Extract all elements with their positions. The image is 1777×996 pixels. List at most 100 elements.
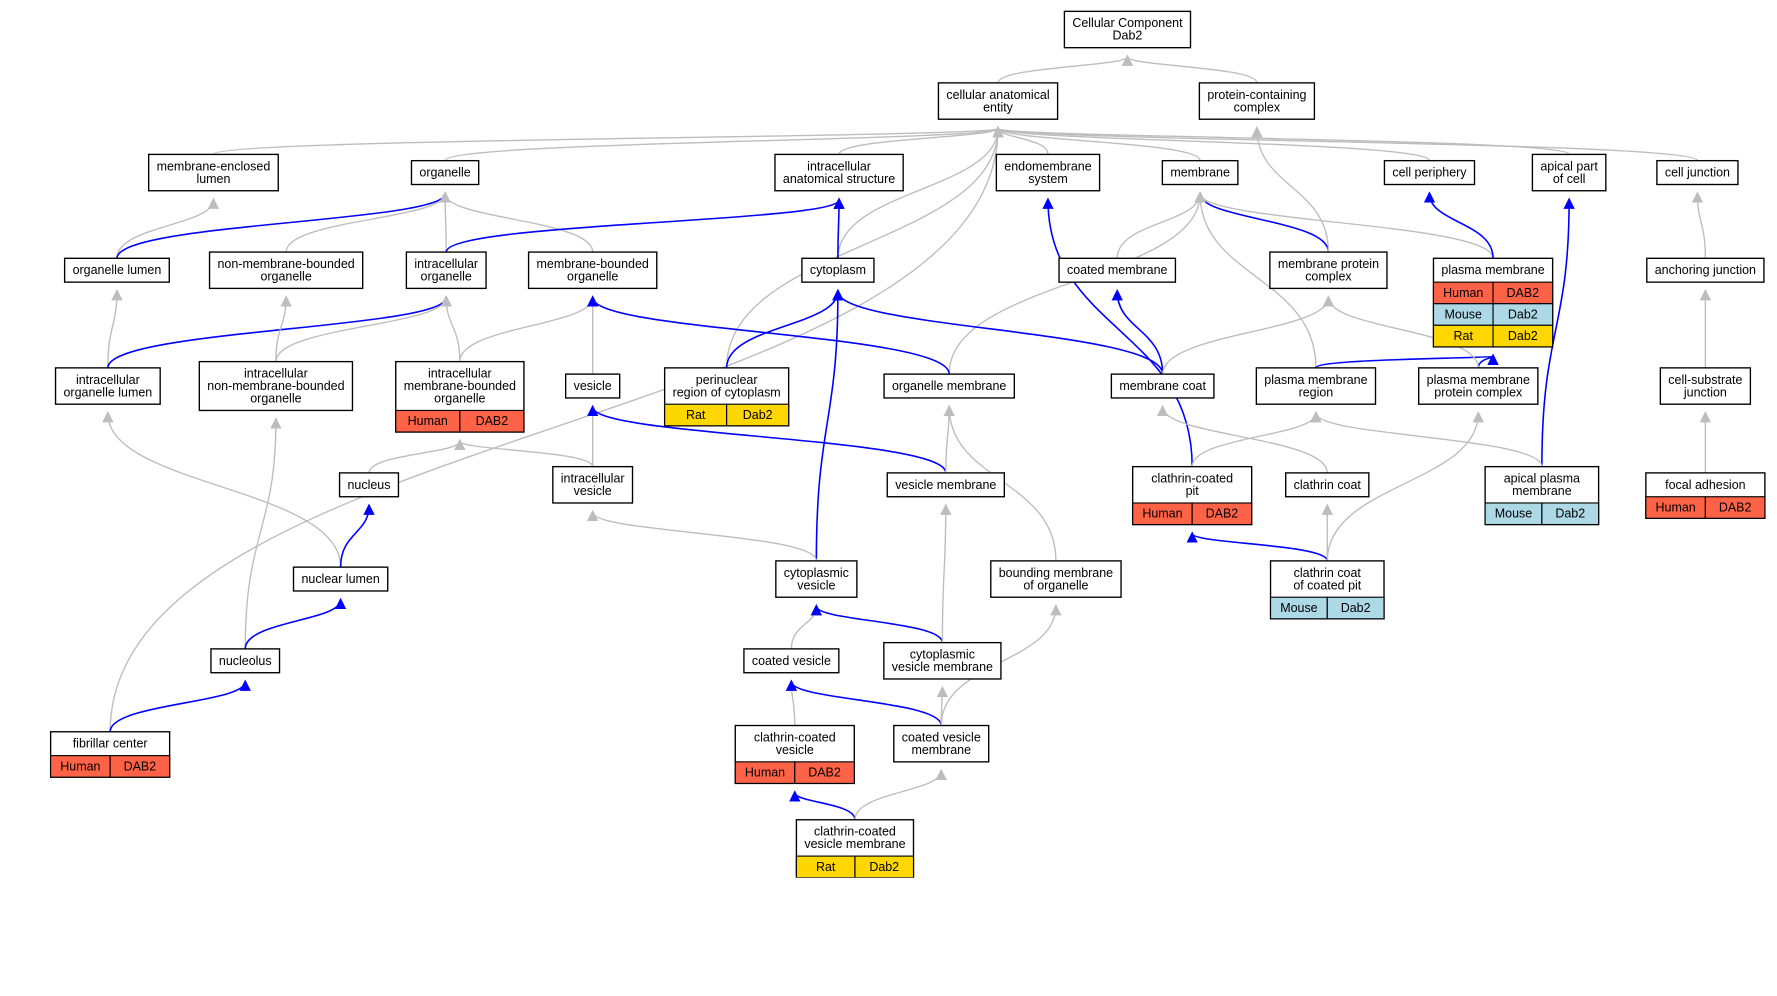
term-label: plasma membrane — [1264, 373, 1367, 387]
term-label: cell-substrate — [1668, 373, 1742, 387]
edge-vm-om — [943, 404, 955, 473]
term-box — [292, 566, 389, 592]
term-node-nuc[interactable]: nucleus — [338, 472, 400, 498]
edge-mbo-org — [439, 191, 594, 253]
term-label: clathrin coat — [1294, 478, 1362, 492]
annotation-species: Human — [60, 759, 100, 773]
term-node-vm[interactable]: vesicle membrane — [886, 472, 1006, 498]
term-box — [1531, 153, 1607, 192]
annotation-species: Human — [408, 414, 448, 428]
term-label: clathrin-coated — [814, 825, 896, 839]
term-node-aj[interactable]: anchoring junction — [1646, 257, 1765, 283]
term-box — [1418, 367, 1539, 405]
term-node-om[interactable]: organelle membrane — [883, 373, 1016, 399]
term-label: region — [1299, 385, 1334, 399]
term-node-ves[interactable]: vesicle — [564, 373, 621, 399]
edge-nmbo-org — [285, 191, 451, 253]
annotation-gene: Dab2 — [1508, 329, 1538, 343]
term-label: membrane-enclosed — [157, 159, 271, 173]
term-node-cc[interactable]: clathrin coat — [1285, 472, 1370, 498]
term-node-cj[interactable]: cell junction — [1656, 159, 1739, 186]
term-box — [1161, 159, 1239, 186]
term-label: intracellular — [428, 367, 492, 381]
annotation-gene: Dab2 — [869, 860, 899, 874]
edge-nl-iol — [102, 411, 342, 568]
term-node-nl[interactable]: nuclear lumen — [292, 566, 389, 592]
annotation-gene: Dab2 — [1508, 307, 1538, 321]
term-node-orgl[interactable]: organelle lumen — [63, 257, 170, 283]
annotation-gene-cell — [1704, 496, 1766, 519]
edge-imbo-io — [440, 295, 461, 362]
term-node-nclo[interactable]: nucleolus — [210, 648, 281, 674]
term-label: organelle — [567, 269, 618, 283]
term-node-inmbo[interactable]: intracellularnon-membrane-boundedorganel… — [198, 360, 354, 412]
term-label: vesicle membrane — [895, 478, 996, 492]
annotation-species: Rat — [686, 408, 706, 422]
annotation-gene: DAB2 — [1507, 286, 1540, 300]
term-node-cyto[interactable]: cytoplasm — [801, 257, 875, 283]
term-node-org[interactable]: organelle — [410, 159, 480, 186]
term-box — [743, 648, 840, 674]
term-label: membrane-bounded — [537, 257, 649, 271]
term-label: intracellular — [244, 367, 308, 381]
term-node-imbo[interactable]: intracellularmembrane-boundedorganelleHu… — [395, 360, 525, 433]
annotation-gene-cell — [1541, 502, 1600, 526]
term-node-mc[interactable]: membrane coat — [1110, 373, 1215, 399]
edge-covm-cov — [785, 679, 943, 726]
term-node-mem[interactable]: membrane — [1161, 159, 1239, 186]
term-label: cell periphery — [1392, 166, 1467, 180]
term-box — [886, 472, 1006, 498]
term-box — [774, 153, 904, 192]
term-label: organelle — [260, 269, 311, 283]
term-label: membrane — [1512, 484, 1572, 498]
edge-layer — [102, 54, 1712, 820]
term-node-cov[interactable]: coated vesicle — [743, 648, 840, 674]
edge-mem-cae — [992, 126, 1201, 161]
annotation-gene-cell — [794, 761, 855, 784]
term-node-cper[interactable]: cell periphery — [1383, 159, 1476, 186]
term-label: intracellular — [414, 257, 478, 271]
annotation-species: Human — [745, 766, 785, 780]
edge-aj-cj — [1691, 191, 1707, 259]
edge-orgl-mel — [116, 197, 220, 259]
term-label: apical plasma — [1504, 472, 1580, 486]
annotation-gene-cell — [1326, 596, 1385, 620]
annotation-gene-cell — [1191, 502, 1253, 526]
term-label: intracellular — [76, 373, 140, 387]
term-label: membrane — [911, 743, 971, 757]
edge-iol-orgl — [107, 288, 123, 368]
edge-mpc-pcc — [1251, 126, 1330, 253]
edge-pm-mem — [1194, 191, 1494, 259]
term-node-cm[interactable]: coated membrane — [1058, 257, 1177, 283]
annotation-gene: DAB2 — [808, 766, 841, 780]
